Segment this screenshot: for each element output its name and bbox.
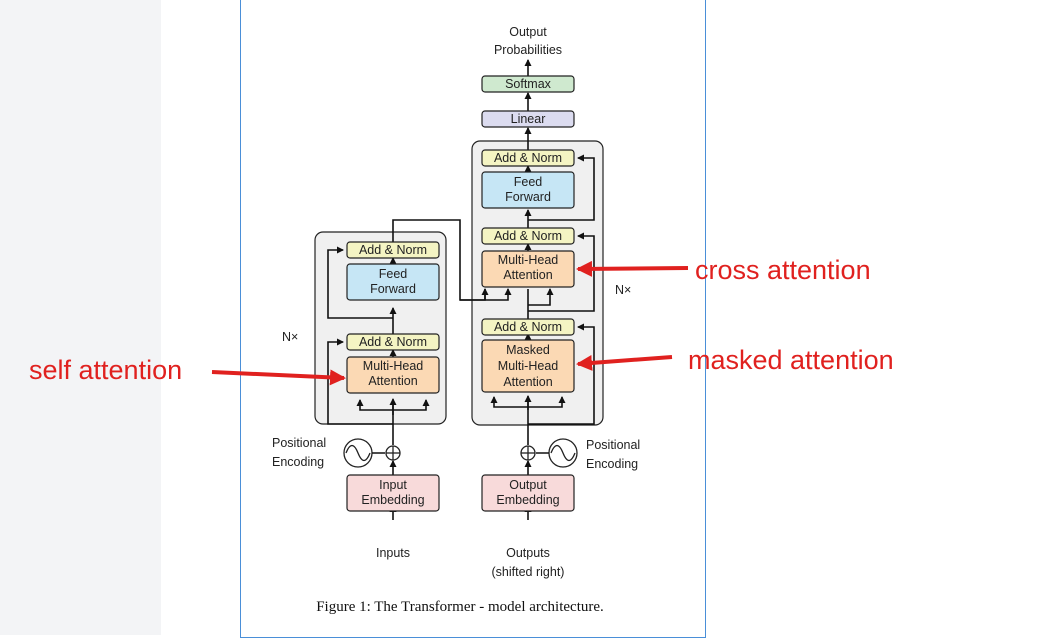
positional-encoding-left-2: Encoding (272, 455, 324, 469)
decoder-masked-attention-label-1: Masked (506, 343, 550, 357)
encoder-feed-forward-label-1: Feed (379, 267, 408, 281)
encoder-connections (327, 219, 512, 520)
decoder-masked-attention-label-2: Multi-Head (498, 359, 558, 373)
encoder-repeat-label: N× (282, 330, 298, 344)
decoder-add-norm-mid (481, 227, 575, 245)
output-label-1: Output (509, 25, 547, 39)
encoder-add-norm-bottom (346, 333, 440, 351)
decoder-add-circle (520, 445, 536, 461)
outputs-label-2: (shifted right) (492, 565, 565, 579)
softmax-label: Softmax (505, 77, 552, 91)
decoder-add-norm-bottom (481, 318, 575, 336)
outputs-label-1: Outputs (506, 546, 550, 560)
decoder-add-norm-top-label: Add & Norm (494, 151, 562, 165)
input-embedding-box (346, 474, 440, 512)
positional-encoding-left-1: Positional (272, 436, 326, 450)
masked-attention-annotation: masked attention (688, 345, 894, 375)
decoder-feed-forward-label-1: Feed (514, 175, 543, 189)
encoder-feed-forward (346, 263, 440, 301)
linear-label: Linear (511, 112, 546, 126)
self-attention-annotation: self attention (29, 355, 182, 385)
decoder-feed-forward-label-2: Forward (505, 190, 551, 204)
encoder-positional-encoding (343, 438, 385, 468)
self-attention-arrow (211, 369, 346, 386)
linear-box (481, 110, 575, 128)
decoder-masked-attention-label-3: Attention (503, 375, 552, 389)
output-embedding-label-1: Output (509, 478, 547, 492)
encoder-add-norm-top-label: Add & Norm (359, 243, 427, 257)
decoder-cross-attention-label-1: Multi-Head (498, 253, 558, 267)
input-embedding-label-2: Embedding (361, 493, 424, 507)
positional-encoding-right-1: Positional (586, 438, 640, 452)
decoder-add-norm-bottom-label: Add & Norm (494, 320, 562, 334)
encoder-attention-label-1: Multi-Head (363, 359, 423, 373)
encoder-add-norm-bottom-label: Add & Norm (359, 335, 427, 349)
decoder-positional-encoding (536, 438, 578, 468)
cross-attention-annotation: cross attention (695, 255, 871, 285)
encoder-attention-label-2: Attention (368, 374, 417, 388)
cross-attention-arrow (576, 260, 689, 277)
softmax-box (481, 75, 575, 93)
decoder-repeat-label: N× (615, 283, 631, 297)
decoder-add-norm-top (481, 149, 575, 167)
output-embedding-box (481, 474, 575, 512)
encoder-add-norm-top (346, 241, 440, 259)
left-gutter (0, 0, 161, 635)
encoder-block (314, 231, 447, 425)
output-embedding-label-2: Embedding (496, 493, 559, 507)
decoder-cross-attention-label-2: Attention (503, 268, 552, 282)
decoder-cross-attention (481, 250, 575, 288)
inputs-label: Inputs (376, 546, 410, 560)
encoder-add-circle (385, 445, 401, 461)
decoder-masked-attention (481, 339, 575, 393)
positional-encoding-right-2: Encoding (586, 457, 638, 471)
input-embedding-label-1: Input (379, 478, 407, 492)
output-label-2: Probabilities (494, 43, 562, 57)
decoder-add-norm-mid-label: Add & Norm (494, 229, 562, 243)
encoder-self-attention (346, 356, 440, 394)
decoder-feed-forward (481, 171, 575, 209)
decoder-connections (490, 59, 595, 520)
masked-attention-arrow (576, 354, 673, 371)
encoder-feed-forward-label-2: Forward (370, 282, 416, 296)
figure-caption: Figure 1: The Transformer - model archit… (316, 599, 604, 615)
